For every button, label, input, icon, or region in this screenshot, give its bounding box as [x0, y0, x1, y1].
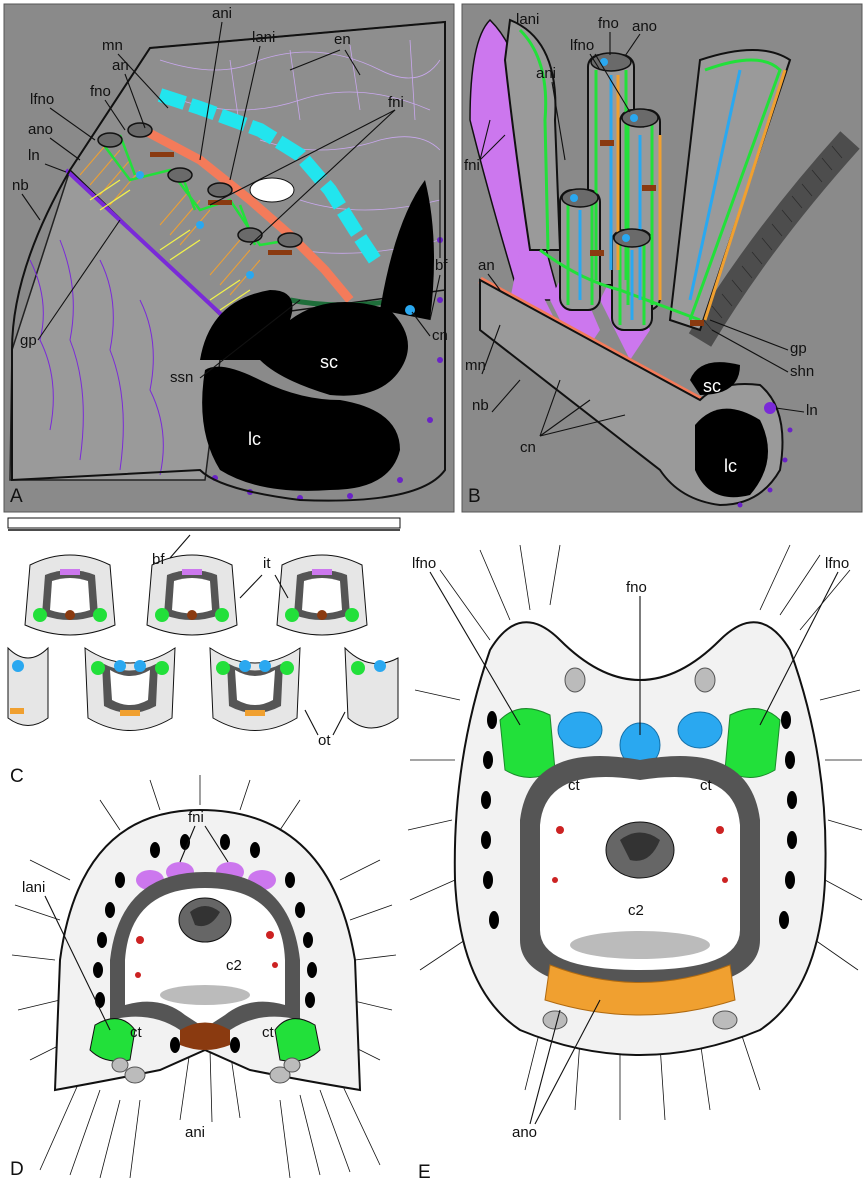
outer-tentacle-2 — [210, 648, 300, 731]
label-ani-b: ani — [536, 65, 556, 82]
panel-letter-c: C — [10, 766, 24, 787]
panel-c: bf it ot C — [8, 518, 400, 787]
inner-tentacle-1 — [25, 555, 115, 635]
panel-letter-e: E — [418, 1162, 431, 1183]
outer-tentacle-partial-right — [345, 648, 398, 728]
ct-left-d — [90, 1019, 135, 1062]
label-ano-e: ano — [512, 1124, 537, 1141]
label-lani-d: lani — [22, 879, 45, 896]
label-gp-b: gp — [790, 340, 807, 357]
label-ln: ln — [28, 147, 40, 164]
label-ssn: ssn — [170, 369, 193, 386]
panel-letter-d: D — [10, 1159, 24, 1180]
label-en: en — [334, 31, 351, 48]
body-fold-strip — [8, 518, 400, 528]
panel-a: ani mn lani en an lfno fno fni ano ln nb… — [4, 4, 454, 512]
inner-tentacle-3 — [277, 555, 367, 635]
label-c2-d: c2 — [226, 957, 242, 974]
ct-right-d — [275, 1019, 320, 1062]
label-fno: fno — [90, 83, 111, 100]
label-mn: mn — [102, 37, 123, 54]
large-coelom-b — [695, 409, 768, 498]
label-ani: ani — [212, 5, 232, 22]
label-fno-b: fno — [598, 15, 619, 32]
label-ot: ot — [318, 732, 331, 749]
label-lfno: lfno — [30, 91, 54, 108]
label-ct-left-d: ct — [130, 1024, 143, 1041]
label-ct-right-e: ct — [700, 777, 713, 794]
panel-letter-b: B — [468, 486, 481, 507]
label-sc-b: sc — [703, 376, 721, 396]
label-lfno-right-e: lfno — [825, 555, 849, 572]
label-ano-b: ano — [632, 18, 657, 35]
label-ln-b: ln — [806, 402, 818, 419]
tentacle-sections — [8, 555, 398, 731]
outer-tentacle-partial-left — [8, 648, 48, 726]
label-cn-b: cn — [520, 439, 536, 456]
panel-letter-a: A — [10, 486, 23, 507]
label-lfno-left-e: lfno — [412, 555, 436, 572]
label-an-b: an — [478, 257, 495, 274]
ani-cells-d — [180, 1023, 230, 1051]
label-fni: fni — [388, 94, 404, 111]
label-fni-b: fni — [464, 157, 480, 174]
panel-b: lani fno ano lfno ani fni an gp shn mn s… — [462, 4, 862, 512]
label-lfno-b: lfno — [570, 37, 594, 54]
label-cn: cn — [432, 327, 448, 344]
label-lc-b: lc — [724, 456, 737, 476]
label-it: it — [263, 555, 271, 572]
label-sc: sc — [320, 352, 338, 372]
label-c2-e: c2 — [628, 902, 644, 919]
label-shn-b: shn — [790, 363, 814, 380]
label-fni-d: fni — [188, 809, 204, 826]
outer-tentacle-1 — [85, 648, 175, 731]
label-fno-e: fno — [626, 579, 647, 596]
label-bf-c: bf — [152, 551, 165, 568]
label-gp: gp — [20, 332, 37, 349]
label-an: an — [112, 57, 129, 74]
panel-e: lfno lfno fno ct ct c2 ano E — [408, 545, 862, 1183]
label-lani: lani — [252, 29, 275, 46]
ln-dot — [764, 402, 776, 414]
label-nb-b: nb — [472, 397, 489, 414]
label-bf: bf — [435, 257, 448, 274]
label-nb: nb — [12, 177, 29, 194]
label-ano: ano — [28, 121, 53, 138]
label-ct-right-d: ct — [262, 1024, 275, 1041]
label-lc: lc — [248, 429, 261, 449]
label-ani-d: ani — [185, 1124, 205, 1141]
panel-d: fni lani c2 ct ct ani D — [10, 775, 396, 1180]
label-ct-left-e: ct — [568, 777, 581, 794]
label-lani-b: lani — [516, 11, 539, 28]
